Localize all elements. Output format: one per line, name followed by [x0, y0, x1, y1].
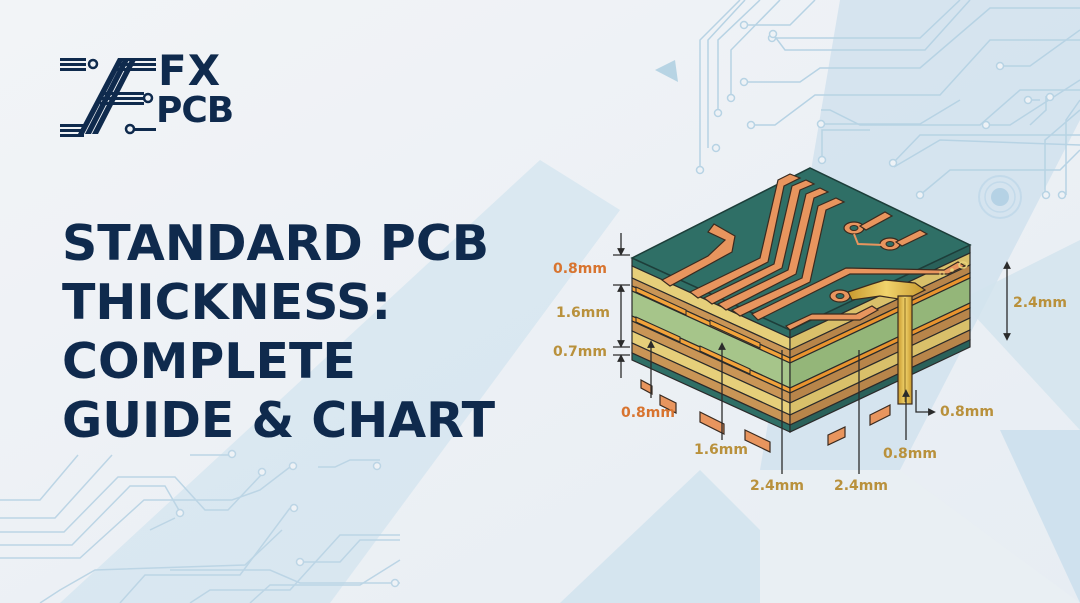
page-title: STANDARD PCB THICKNESS: COMPLETE GUIDE &…	[62, 214, 495, 450]
label-core-thickness: 1.6mm	[556, 305, 610, 321]
logo-text-pcb: PCB	[156, 90, 234, 131]
logo-circuit-mark-icon	[60, 58, 156, 137]
label-bottom-f: 0.8mm	[940, 404, 994, 420]
fxpcb-logo[interactable]: FX PCB	[58, 46, 244, 140]
label-bottom-c: 2.4mm	[750, 478, 804, 494]
target-circle-icon	[978, 175, 1022, 219]
label-bottom-d: 2.4mm	[834, 478, 888, 494]
title-line-4: GUIDE & CHART	[62, 392, 496, 449]
title-line-1: STANDARD PCB	[62, 215, 490, 272]
label-bottom-a: 0.8mm	[621, 405, 675, 421]
label-total-thickness: 2.4mm	[1013, 295, 1067, 311]
label-top-layer-thickness: 0.8mm	[553, 261, 607, 277]
label-bottom-b: 1.6mm	[694, 442, 748, 458]
title-line-2: THICKNESS:	[62, 274, 392, 331]
title-line-3: COMPLETE	[62, 333, 356, 390]
label-bottom-e: 0.8mm	[883, 446, 937, 462]
logo-text-fx: FX	[158, 46, 222, 95]
label-bottom-layer-thickness: 0.7mm	[553, 344, 607, 360]
